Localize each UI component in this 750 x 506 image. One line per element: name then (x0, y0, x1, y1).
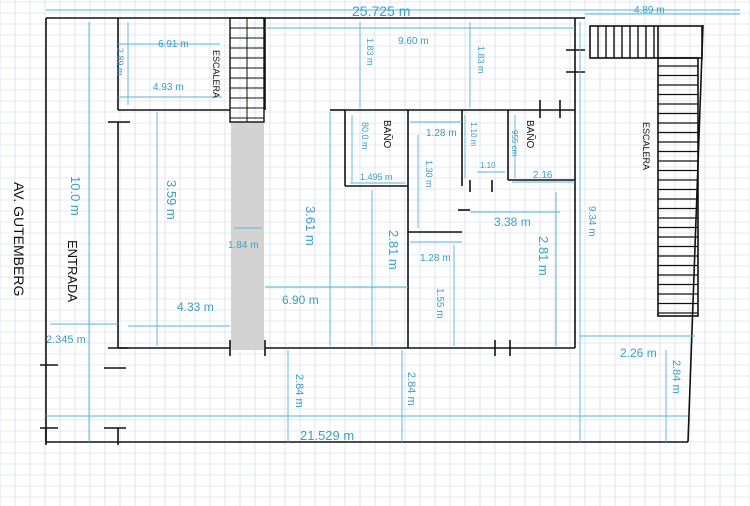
dim-361: 3.61 m (303, 206, 318, 246)
stair-left-label: ESCALERA (211, 50, 221, 98)
stair-left (229, 17, 265, 123)
dim-column-width: 1.84 m (228, 240, 259, 251)
walls (40, 17, 704, 445)
dim-128-b: 1.28 m (420, 253, 451, 264)
labels-layer: AV. GUTEMBERG ENTRADA ESCALERA ESCALERA … (11, 3, 682, 443)
dim-433: 4.33 m (177, 300, 214, 314)
dim-2345: 2.345 m (46, 334, 86, 346)
dim-183-right: 1.83 m (476, 46, 486, 74)
dim-total-height: 10.0 m (68, 176, 83, 216)
dim-top-total: 25.725 m (352, 3, 410, 19)
dim-284-b: 2.84 m (405, 372, 417, 406)
dim-top-right: 4.89 m (634, 5, 665, 16)
dim-top-span: 9.60 m (398, 36, 429, 47)
dim-934: 9.34 m (586, 206, 597, 237)
dim-690: 6.90 m (282, 293, 319, 307)
dim-room-width: 6.91 m (158, 39, 189, 50)
dim-110: 1.10 (480, 161, 496, 170)
dim-room-height: 2.89 m (115, 48, 125, 76)
dim-130: 1.30 m (424, 160, 434, 188)
stair-right-label: ESCALERA (641, 122, 651, 170)
dim-bath1-width: 1.495 m (360, 172, 393, 182)
dim-359: 3.59 m (164, 180, 179, 220)
dim-bath1-depth: 80.0 m (360, 122, 370, 150)
dim-183-left: 1.83 m (365, 38, 375, 66)
dim-281-a: 2.81 m (386, 230, 401, 270)
dim-bottom-total: 21.529 m (300, 428, 354, 443)
dim-155: 1.55 m (434, 288, 445, 319)
dim-281-b: 2.81 m (536, 236, 551, 276)
dimension-lines (46, 9, 740, 442)
entrance-label: ENTRADA (65, 240, 80, 302)
column-strip (231, 122, 264, 350)
stair-right (589, 25, 703, 317)
dim-bath2-width-a: 1.28 m (426, 128, 457, 139)
dim-284-c: 2.84 m (670, 360, 682, 394)
dim-bath2-h: 1.10 m (469, 122, 478, 147)
street-label: AV. GUTEMBERG (11, 182, 27, 296)
dim-bath2-depth: 955 cm (510, 130, 519, 157)
dim-284-a: 2.84 m (293, 374, 305, 408)
dim-338: 3.38 m (494, 215, 531, 229)
bath-2-label: BAÑO (524, 120, 537, 149)
dim-room-inner: 4.93 m (153, 82, 184, 93)
dim-226: 2.26 m (620, 346, 657, 360)
dim-216: 2.16 (533, 170, 553, 181)
bath-1-label: BAÑO (381, 120, 394, 149)
